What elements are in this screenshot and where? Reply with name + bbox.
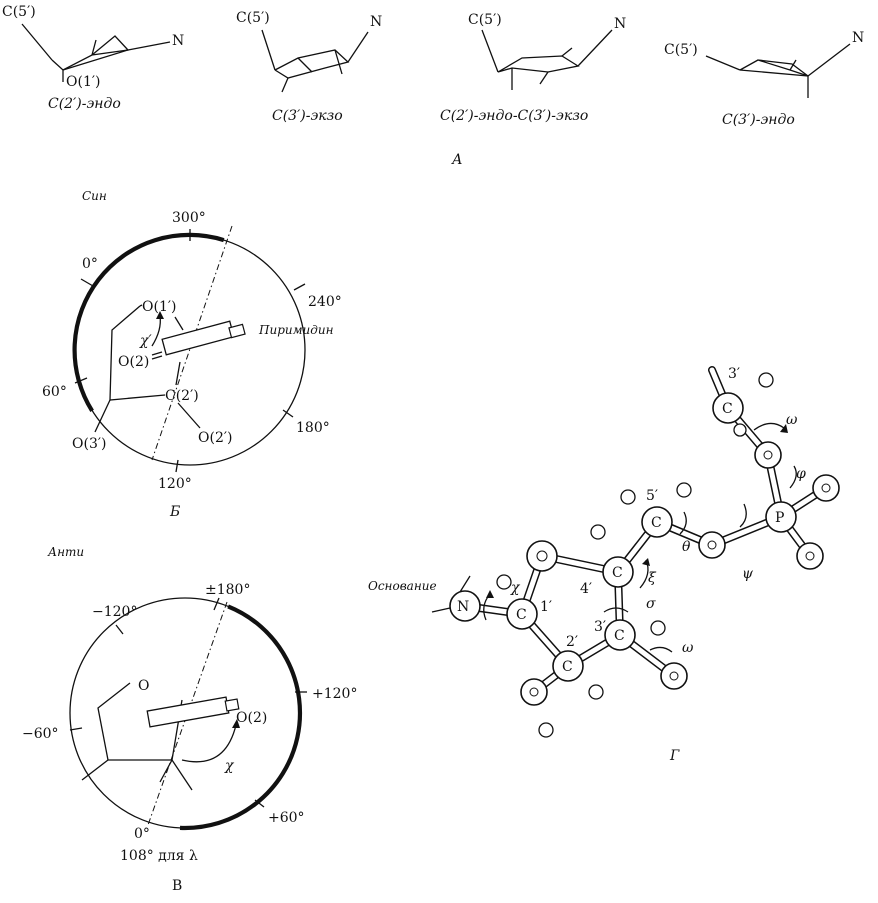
tick-180: ±180° (205, 582, 250, 598)
atom-o1: O(1′) (142, 299, 177, 315)
base-bar (146, 696, 230, 728)
tick-240: 240° (308, 294, 342, 310)
tick-plus-60: +60° (268, 810, 305, 826)
symbol-c3-top: C (722, 401, 733, 417)
atom-o: O (138, 678, 149, 694)
conformation-label-4: C(3′)-эндо (722, 112, 795, 128)
angle-phi: φ (796, 466, 806, 482)
tick-120: 120° (158, 476, 192, 492)
num-1prime: 1′ (540, 599, 552, 615)
torsion-arrows (483, 422, 797, 653)
n-label: N (614, 16, 626, 32)
tick-60: 60° (42, 384, 67, 400)
pyrimidine-base-bar (161, 320, 235, 356)
panel-v-label: В (172, 878, 182, 894)
angle-chi: χ (510, 580, 521, 596)
atom-c4 (602, 556, 634, 588)
atom-o3: O(3′) (72, 436, 107, 452)
symbol-c1: C (516, 607, 527, 623)
panel-b-title: Син (82, 189, 107, 203)
num-3prime: 3′ (594, 619, 606, 635)
symbol-n: N (457, 599, 469, 615)
symbol-c3: C (614, 628, 625, 644)
tick-180: 180° (296, 420, 330, 436)
angle-xi: ξ (648, 570, 657, 586)
panel-g-label: Г (669, 748, 680, 764)
conformation-label-3: C(2′)-эндо-C(3′)-экзо (440, 108, 588, 124)
syn-range-arc (72, 232, 225, 413)
panel-a-label: А (451, 152, 463, 168)
angle-omega-bottom: ω (682, 640, 694, 656)
panel-v: Анти ±180° −120° +120° −60° +60° 0° 108°… (22, 545, 357, 894)
angle-sigma: σ (646, 596, 656, 612)
pucker-c3-endo: C(5′) N C(3′)-эндо (664, 30, 864, 128)
atom-c1 (506, 598, 538, 630)
pucker-c2-endo-c3-exo: C(5′) N C(2′)-эндо-C(3′)-экзо (440, 12, 626, 124)
n-label: N (172, 33, 184, 49)
atom-c3-top (712, 392, 744, 424)
symbol-c2: C (562, 659, 573, 675)
num-4prime: 4′ (580, 581, 592, 597)
panel-b: Син 300° 0° 240° 60° 180° 120° O(1′) O (42, 189, 342, 520)
atom-o2: O(2) (236, 710, 267, 726)
conformation-label-1: C(2′)-эндо (48, 96, 121, 112)
hydrogen-atoms (496, 372, 774, 738)
c5-label: C(5′) (2, 4, 36, 20)
atom-n (449, 590, 481, 622)
atom-p (765, 501, 797, 533)
pucker-c3-exo: C(5′) N C(3′)-экзо (236, 10, 382, 124)
panel-v-title: Анти (47, 545, 84, 559)
base-label: Пиримидин (258, 323, 334, 337)
atom-o2: O(2) (118, 354, 149, 370)
conformation-label-2: C(3′)-экзо (272, 108, 343, 124)
o1-label: O(1′) (66, 74, 101, 90)
panel-g: N C C C C C C P 1′ 2′ 3′ 4′ 5′ 3′ χ ω (368, 366, 840, 764)
c5-label: C(5′) (664, 42, 698, 58)
tick-0: 0° (134, 826, 150, 842)
num-5prime: 5′ (646, 488, 658, 504)
c5-label: C(5′) (468, 12, 502, 28)
c5-label: C(5′) (236, 10, 270, 26)
num-2prime: 2′ (566, 634, 578, 650)
angle-psi: ψ (742, 566, 754, 582)
base-label: Основание (368, 579, 437, 593)
atom-c3 (604, 619, 636, 651)
panel-b-label: Б (169, 504, 180, 520)
symbol-c5: C (651, 515, 662, 531)
atom-c2: C(2′) (165, 388, 199, 404)
atom-c2 (552, 650, 584, 682)
symbol-p: P (775, 510, 784, 526)
panel-a: C(5′) N O(1′) C(2′)-эндо C(5′) N C(3′)-э… (2, 4, 864, 168)
tick-300: 300° (172, 210, 206, 226)
tick-minus-120: −120° (92, 604, 137, 620)
num-3prime-top: 3′ (728, 366, 740, 382)
angle-omega-top: ω (786, 412, 798, 428)
symbol-c4: C (612, 565, 623, 581)
angle-theta: θ (682, 539, 691, 555)
tick-minus-60: −60° (22, 726, 59, 742)
tick-plus-120: +120° (312, 686, 357, 702)
chi-label: χ (224, 758, 235, 774)
anti-range-arc (179, 604, 303, 831)
atom-c5 (641, 506, 673, 538)
atom-o2prime: O(2′) (198, 430, 233, 446)
pucker-c2-endo: C(5′) N O(1′) C(2′)-эндо (2, 4, 184, 112)
n-label: N (370, 14, 382, 30)
chi-prime-label: χ′ (139, 333, 152, 349)
n-label: N (852, 30, 864, 46)
bottom-note: 108° для λ (120, 848, 198, 864)
tick-0: 0° (82, 256, 98, 272)
